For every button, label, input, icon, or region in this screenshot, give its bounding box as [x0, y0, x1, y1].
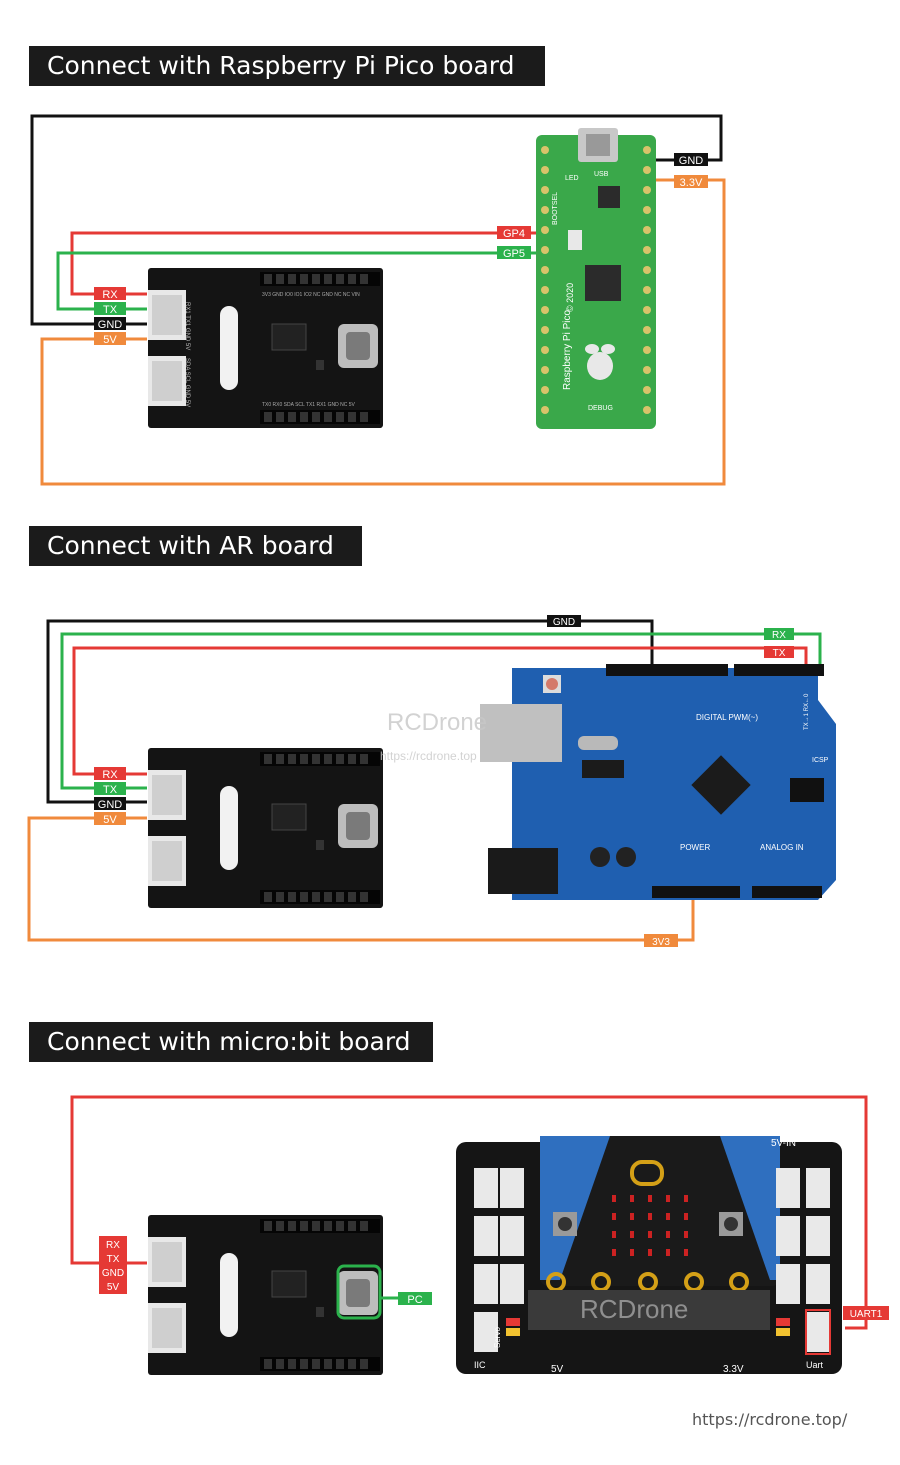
footer-url[interactable]: https://rcdrone.top/	[692, 1410, 848, 1429]
tag-ar-board-gnd-text: GND	[553, 617, 575, 628]
tag-pico-gnd-text: GND	[679, 155, 704, 167]
module-bottom-silk: TX0 RX0 SDA SCL TX1 RX1 GND NC 5V	[262, 402, 355, 408]
mb-servo-label: Servo	[493, 1327, 502, 1348]
usb-b-port-icon	[480, 704, 562, 762]
tag-pc	[398, 1292, 432, 1305]
tag-5v-text: 5V	[103, 334, 117, 346]
mb-3v3-label: 3.3V	[723, 1364, 744, 1375]
mcu-chip	[691, 755, 751, 815]
uart-module-1: RX1 TX1 GND 5V SDA SCL GND 5V 3V3 GND IO…	[147, 267, 384, 429]
tag-uart1-text: UART1	[850, 1309, 883, 1320]
mb-uart-label: Uart	[806, 1360, 824, 1370]
tag-tx	[94, 302, 126, 315]
tag-ar-board-rx-text: RX	[772, 630, 786, 641]
ar-digital-label: DIGITAL PWM(~)	[696, 713, 758, 722]
tag-mb-gnd-text: GND	[102, 1268, 124, 1279]
tag-ar-tx	[94, 782, 126, 795]
microbit-expansion-board: RCDrone 5V-IN Servo IIC Uart 5V 3.3V	[456, 1136, 842, 1375]
watermark-brand: RCDrone	[387, 709, 487, 736]
wire-ar-5v-3v3	[27, 816, 695, 942]
mb-watermark: RCDrone	[580, 1294, 688, 1324]
raspberry-logo-icon	[585, 344, 615, 380]
dc-jack-icon	[488, 848, 558, 894]
ar-section: RX TX GND 5V DIGITAL PWM(~) POWER ANALOG…	[27, 615, 836, 948]
microbit-logo-icon	[630, 1160, 664, 1186]
usb-c-highlight	[336, 1264, 382, 1320]
tag-mb-rx-text: RX	[106, 1240, 120, 1251]
mb-5vin-label: 5V-IN	[771, 1138, 796, 1149]
microbit-section: PC RX TX GND 5V RCDrone	[70, 1095, 889, 1376]
module-side-bottom-silk: SDA SCL GND 5V	[184, 358, 190, 407]
mb-5v-label: 5V	[551, 1364, 564, 1375]
led-matrix-icon	[612, 1195, 688, 1256]
tag-ar-tx-text: TX	[103, 784, 118, 796]
debug-label: DEBUG	[588, 405, 613, 412]
pico-section: RX1 TX1 GND 5V SDA SCL GND 5V 3V3 GND IO…	[30, 114, 726, 486]
watermark-url: https://rcdrone.top	[380, 749, 477, 763]
tag-mb-tx-text: TX	[107, 1254, 120, 1265]
tag-gp4-text: GP4	[503, 228, 525, 240]
tag-ar-board-gnd	[547, 615, 581, 627]
uart-module-2	[147, 747, 384, 909]
tag-ar-gnd-text: GND	[98, 799, 123, 811]
tag-ar-gnd	[94, 797, 126, 810]
rp2040-chip	[585, 265, 621, 301]
section-title-ar: Connect with AR board	[29, 526, 362, 566]
ar-icsp-label: ICSP	[812, 757, 829, 764]
wire-5v-3v3	[40, 178, 726, 486]
tag-5v	[94, 332, 126, 345]
wire-uart	[70, 1095, 868, 1330]
tag-gp4	[497, 226, 531, 239]
bootsel-label: BOOTSEL	[552, 192, 559, 225]
ar-power-label: POWER	[680, 843, 710, 852]
tag-ar-board-3v3-text: 3V3	[652, 937, 670, 948]
wire-gnd	[30, 114, 723, 326]
ar-board: DIGITAL PWM(~) POWER ANALOG IN ICSP TX→1…	[480, 664, 836, 900]
module-top-silk: 3V3 GND IO0 IO1 IO2 NC GND NC NC VIN	[262, 292, 360, 298]
tag-ar-board-3v3	[644, 934, 678, 947]
bootsel-button	[568, 230, 582, 250]
tag-pico-3v3	[674, 175, 708, 188]
pico-year: © 2020	[565, 283, 575, 312]
tag-ar-5v	[94, 812, 126, 825]
pico-label: Raspberry Pi Pico	[562, 310, 573, 390]
tag-pc-text: PC	[407, 1294, 422, 1306]
tag-ar-rx-text: RX	[102, 769, 118, 781]
section-title-microbit: Connect with micro:bit board	[29, 1022, 433, 1062]
uart-module-3	[147, 1214, 384, 1376]
tag-gnd-text: GND	[98, 319, 123, 331]
tag-rx-text: RX	[102, 289, 118, 301]
tag-mb-stack	[99, 1236, 127, 1294]
wire-ar-tx	[60, 632, 822, 790]
tag-uart1	[843, 1306, 889, 1320]
raspberry-pi-pico: Raspberry Pi Pico © 2020 BOOTSEL LED USB…	[536, 128, 656, 429]
tag-rx	[94, 287, 126, 300]
edge-connector	[528, 1290, 770, 1330]
tag-ar-board-rx	[764, 628, 794, 640]
module-side-top-silk: RX1 TX1 GND 5V	[184, 302, 190, 350]
tag-ar-board-tx	[764, 646, 794, 658]
tag-gnd	[94, 317, 126, 330]
tag-pico-gnd	[674, 153, 708, 166]
tag-pico-3v3-text: 3.3V	[680, 177, 703, 189]
ar-txrx-label: TX→1 RX←0	[804, 693, 810, 730]
tag-mb-5v-text: 5V	[107, 1282, 120, 1293]
tag-ar-5v-text: 5V	[103, 814, 117, 826]
ar-analog-label: ANALOG IN	[760, 843, 804, 852]
wire-ar-gnd	[46, 619, 654, 804]
tag-gp5-text: GP5	[503, 248, 525, 260]
usb-label: USB	[594, 171, 609, 178]
tag-ar-rx	[94, 767, 126, 780]
mb-iic-label: IIC	[474, 1360, 486, 1370]
uart-port-highlight	[805, 1309, 831, 1355]
section-title-pico: Connect with Raspberry Pi Pico board	[29, 46, 545, 86]
led-label: LED	[565, 175, 579, 182]
tag-tx-text: TX	[103, 304, 118, 316]
tag-ar-board-tx-text: TX	[773, 648, 786, 659]
tag-gp5	[497, 246, 531, 259]
